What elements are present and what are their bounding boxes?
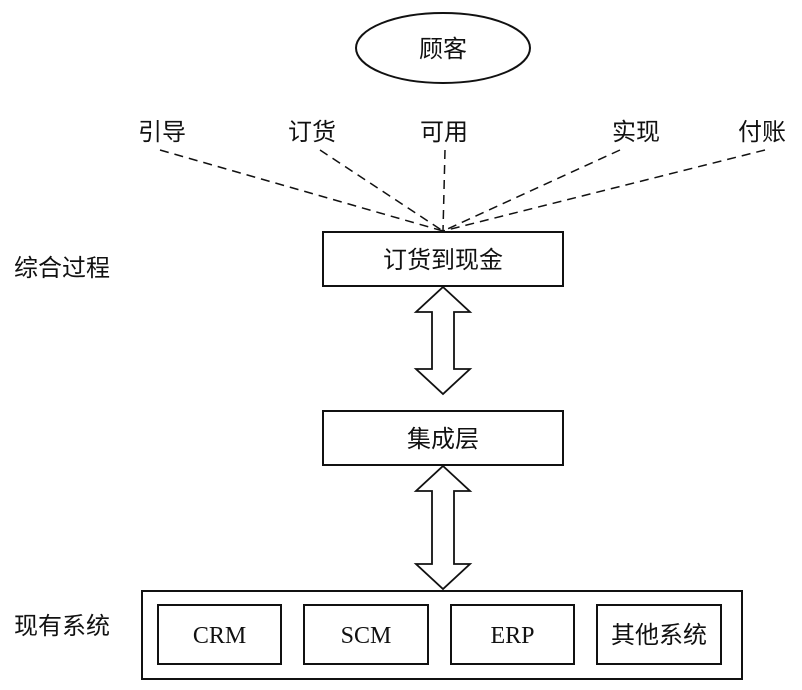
customer-ellipse: [355, 12, 531, 84]
stage-connectors: [159, 149, 766, 232]
stage-label-payment: 付账: [738, 118, 786, 146]
side-label-integrated-process: 综合过程: [14, 254, 110, 282]
customer-label: 顾客: [419, 35, 467, 63]
system-box-erp-frame: [450, 604, 575, 665]
connector-available: [442, 149, 446, 232]
system-box-erp: ERP: [450, 604, 575, 665]
stage-label-available: 可用: [420, 118, 468, 146]
system-box-other: 其他系统: [596, 604, 722, 665]
connector-fulfill: [442, 149, 621, 232]
connector-order: [319, 149, 444, 232]
system-box-erp-label: ERP: [490, 623, 534, 649]
customer-node: 顾客: [355, 12, 531, 84]
system-box-scm: SCM: [303, 604, 429, 665]
system-box-scm-frame: [303, 604, 429, 665]
integration-box-frame: [322, 410, 564, 466]
process-box-frame: [322, 231, 564, 287]
stage-label-fulfill: 实现: [612, 118, 660, 146]
stage-label-order: 订货: [288, 118, 336, 146]
integration-box-label: 集成层: [407, 425, 479, 453]
system-box-other-frame: [596, 604, 722, 665]
double-arrow-lower: [413, 464, 473, 591]
integration-box: 集成层: [322, 410, 564, 466]
system-box-scm-label: SCM: [341, 623, 392, 649]
stage-label-guide: 引导: [138, 118, 186, 146]
side-label-existing-systems: 现有系统: [14, 612, 110, 640]
process-box: 订货到现金: [322, 231, 564, 287]
system-box-other-label: 其他系统: [611, 621, 707, 649]
system-box-crm-label: CRM: [193, 623, 246, 649]
connector-guide: [159, 149, 444, 232]
process-box-label: 订货到现金: [383, 246, 503, 274]
double-arrow-upper: [413, 285, 473, 396]
system-box-crm-frame: [157, 604, 282, 665]
system-box-crm: CRM: [157, 604, 282, 665]
connector-payment: [442, 149, 766, 232]
